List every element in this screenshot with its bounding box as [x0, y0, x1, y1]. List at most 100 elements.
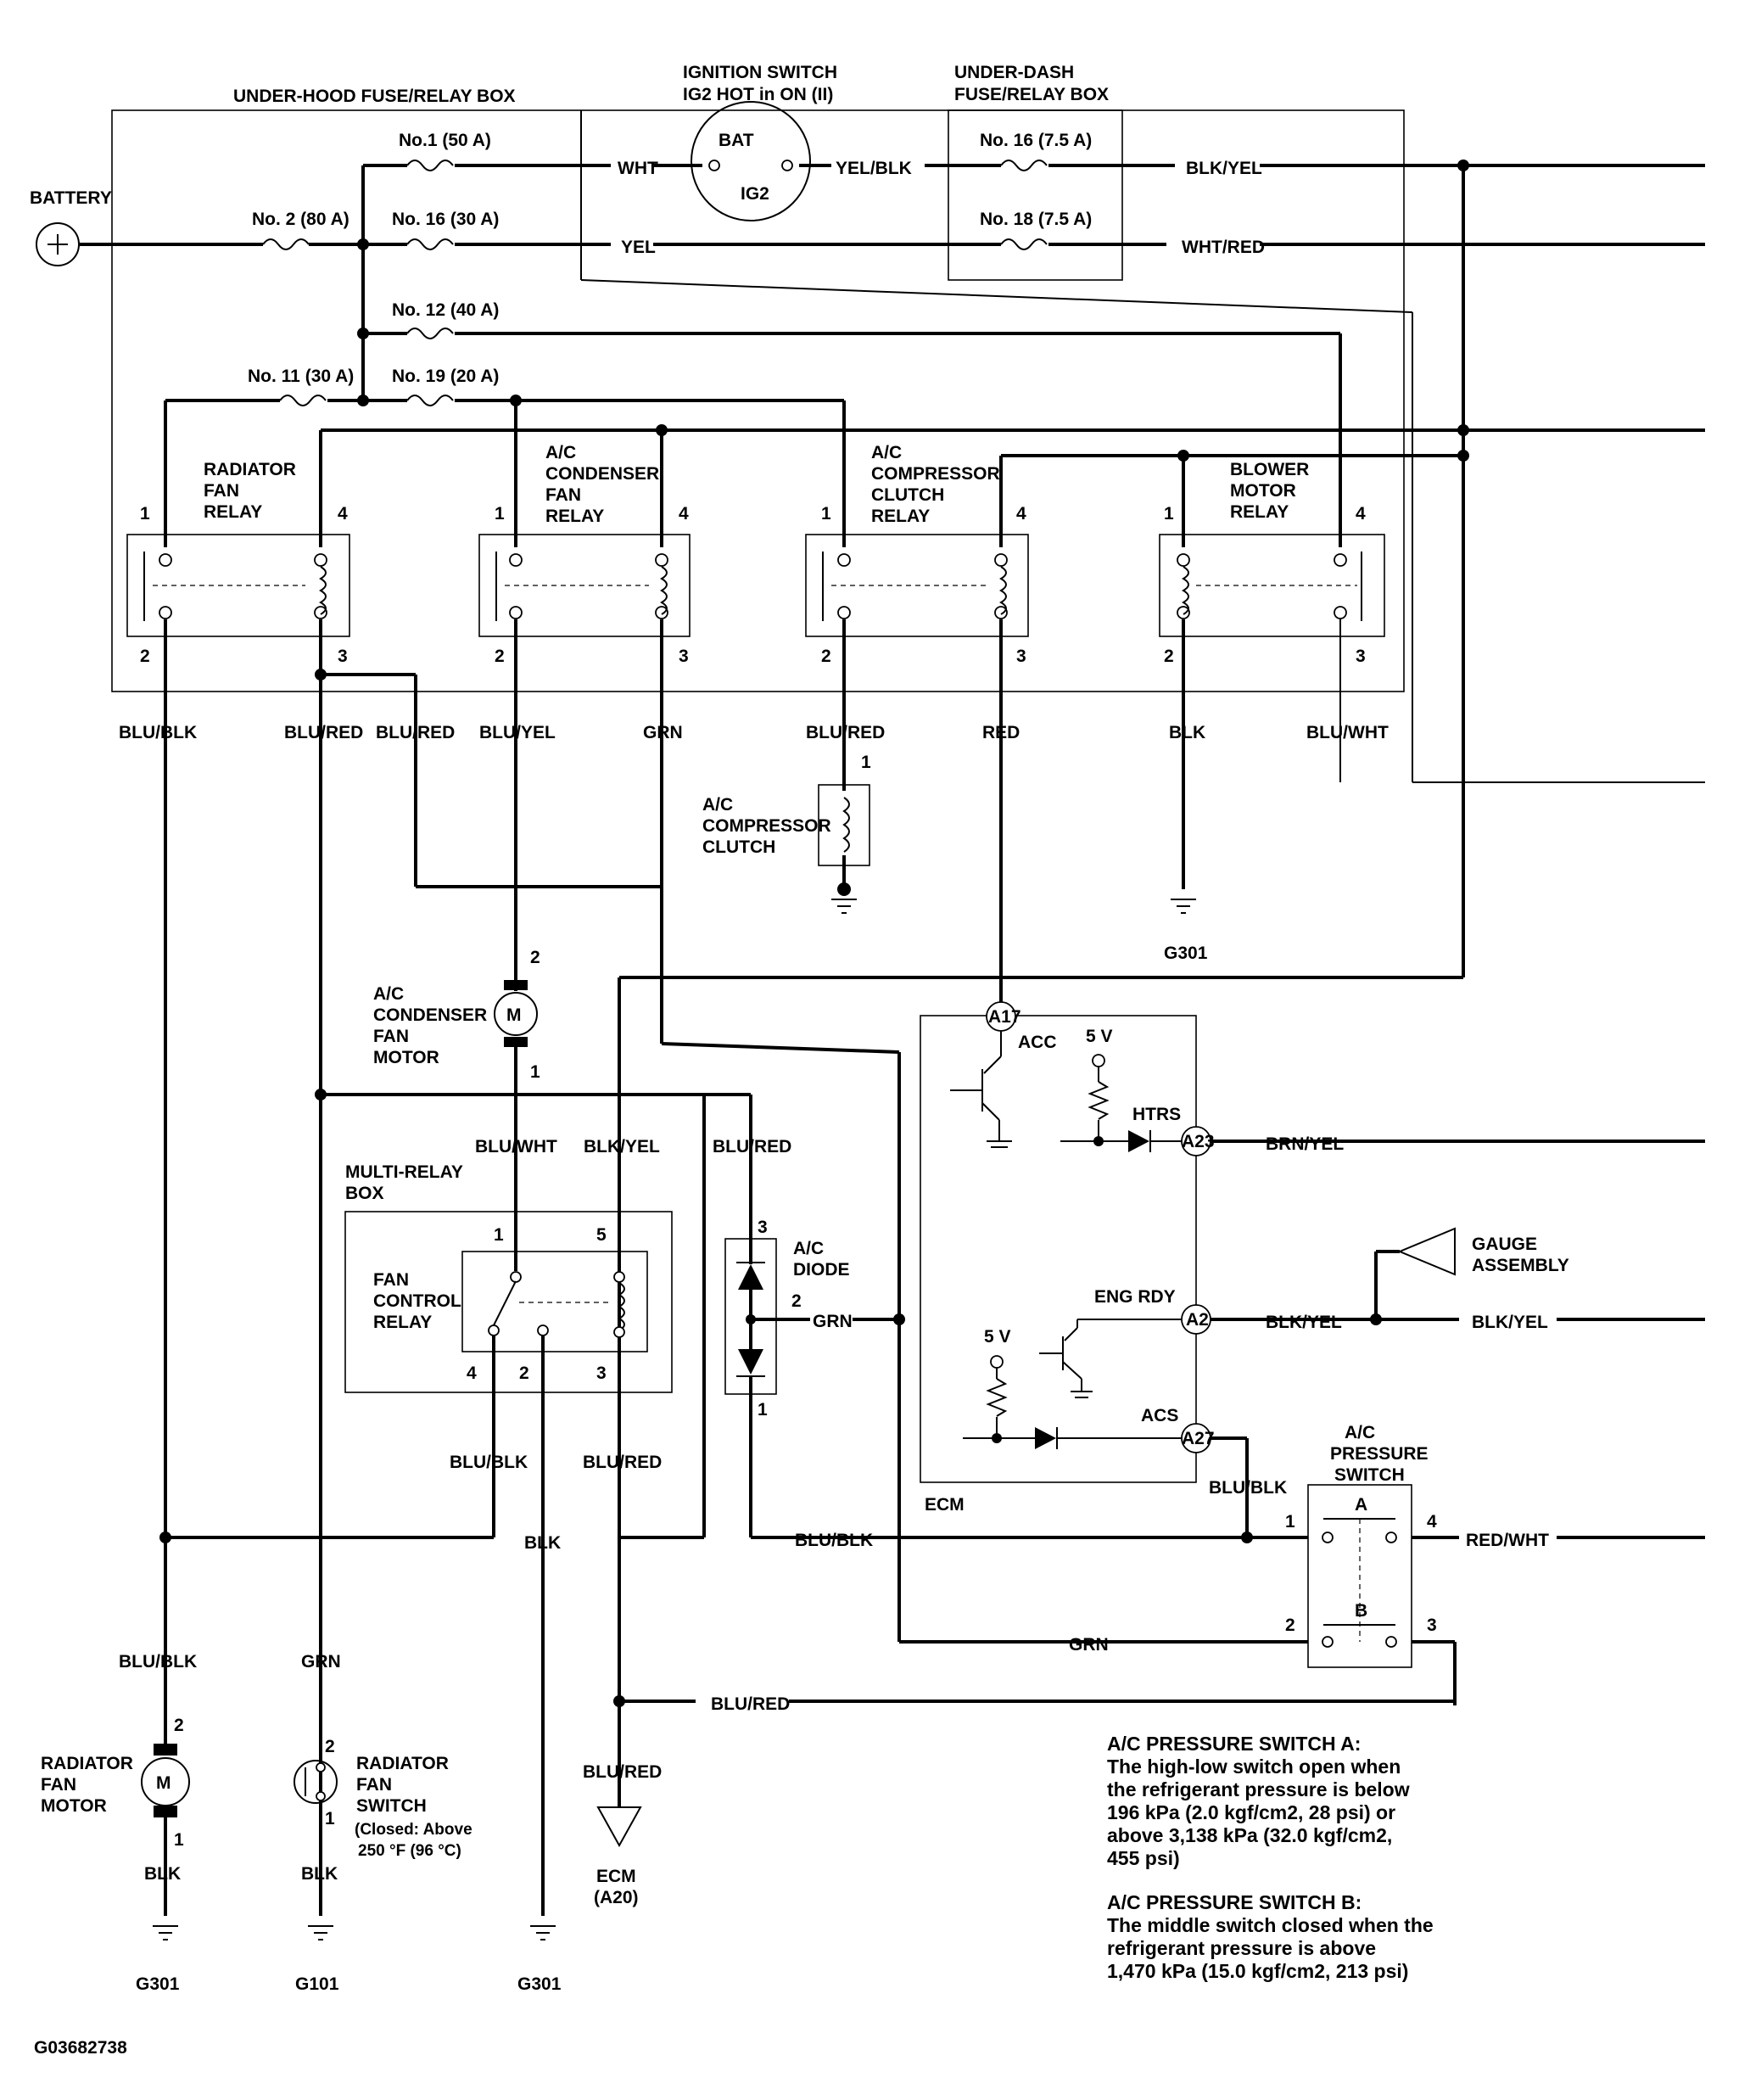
ignition-switch-icon	[691, 101, 811, 221]
wire-blu-blk: BLU/BLK	[795, 1531, 873, 1550]
clutch-label-2: COMPRESSOR	[702, 816, 831, 836]
wire-blk: BLK	[524, 1533, 561, 1553]
underhood-box-title: UNDER-HOOD FUSE/RELAY BOX	[233, 87, 516, 106]
ps-label-2: PRESSURE	[1330, 1444, 1429, 1464]
pin-number: 4	[338, 504, 348, 524]
note-b-title: A/C PRESSURE SWITCH B:	[1107, 1891, 1362, 1913]
radiator-fan-switch-icon	[294, 1760, 338, 1804]
pin-number: 3	[758, 1218, 768, 1237]
ecm-pin-a2-label: A2	[1186, 1310, 1209, 1330]
wire-grn: GRN	[1069, 1635, 1109, 1655]
cfm-label-4: MOTOR	[373, 1048, 439, 1067]
pin-number: 2	[140, 647, 150, 666]
wire-wht: WHT	[618, 159, 658, 178]
note-b-line-1: The middle switch closed when the	[1107, 1914, 1434, 1936]
ecm-eng-rdy-label: ENG RDY	[1094, 1287, 1176, 1307]
wire-blu-red: BLU/RED	[711, 1694, 790, 1714]
note-b-line-3: 1,470 kPa (15.0 kgf/cm2, 213 psi)	[1107, 1960, 1408, 1982]
wire-brn-yel: BRN/YEL	[1266, 1134, 1344, 1154]
underdash-title: UNDER-DASH	[954, 63, 1074, 82]
ps-label-3: SWITCH	[1334, 1465, 1405, 1485]
radiator-fan-relay-body	[126, 534, 350, 637]
pin-number: 3	[679, 647, 689, 666]
ground-label-g101: G101	[295, 1974, 339, 1994]
gauge-label-1: GAUGE	[1472, 1235, 1537, 1254]
wire-blu-blk: BLU/BLK	[1209, 1478, 1287, 1498]
cfm-label-2: CONDENSER	[373, 1005, 487, 1025]
condenser-fan-motor-icon	[494, 980, 538, 1047]
ground-label-g301: G301	[517, 1974, 562, 1994]
rfs-label-5: 250 °F (96 °C)	[358, 1842, 461, 1860]
condenser-fan-relay-symbol	[495, 552, 668, 621]
wire-blu-wht: BLU/WHT	[1306, 723, 1389, 742]
wire-wht-red: WHT/RED	[1182, 238, 1265, 257]
fan-control-relay-symbol	[488, 1271, 625, 1338]
pin-number: 2	[519, 1364, 529, 1383]
ecm-acs-label: ACS	[1141, 1406, 1178, 1425]
pin-number: 1	[1164, 504, 1174, 524]
radiator-fan-motor-icon	[141, 1744, 190, 1817]
underdash-fuse-relay-box	[948, 109, 1123, 281]
mrb-label-2: BOX	[345, 1184, 384, 1203]
ecm-pin-a23-label: A23	[1182, 1132, 1215, 1151]
wire-red: RED	[982, 723, 1020, 742]
compressor-clutch-relay-symbol	[822, 552, 1008, 621]
pin-number: 1	[495, 504, 505, 524]
wire-grn: GRN	[301, 1652, 341, 1672]
ground-symbol	[308, 1925, 333, 1940]
ecm-5v-label: 5 V	[984, 1327, 1011, 1347]
wire-yel: YEL	[621, 238, 656, 257]
wire-blu-red: BLU/RED	[806, 723, 885, 742]
radiator-fan-relay-symbol	[143, 552, 327, 621]
wire-grn: GRN	[813, 1312, 853, 1331]
ecm-a20-label-1: ECM	[596, 1867, 636, 1886]
wire-blu-red: BLU/RED	[583, 1762, 662, 1782]
ecm-box	[920, 1015, 1197, 1483]
ecm-pin-a17	[986, 1001, 1016, 1032]
wire-grn: GRN	[643, 723, 683, 742]
ground-symbol	[153, 1925, 178, 1940]
note-a-line-1: The high-low switch open when	[1107, 1756, 1401, 1778]
ign-bat-label: BAT	[719, 131, 754, 150]
ecm-pin-a17-label: A17	[988, 1007, 1021, 1027]
pin-number: 2	[325, 1737, 335, 1756]
pin-number: 4	[467, 1364, 477, 1383]
ign-switch-title: IGNITION SWITCH	[683, 63, 837, 82]
cond-relay-label-1: A/C	[545, 443, 576, 462]
note-a-line-5: 455 psi)	[1107, 1847, 1180, 1869]
comp-relay-label-1: A/C	[871, 443, 902, 462]
cfm-label-3: FAN	[373, 1027, 409, 1046]
rfm-label-1: RADIATOR	[41, 1754, 133, 1773]
battery-icon	[36, 222, 80, 266]
pin-number: 3	[596, 1364, 607, 1383]
pin-number: 2	[791, 1291, 802, 1311]
wire-blu-red: BLU/RED	[376, 723, 455, 742]
fuse-no12: No. 12 (40 A)	[392, 300, 499, 320]
ground-symbol	[530, 1925, 556, 1940]
battery-label: BATTERY	[30, 188, 112, 208]
fuse-no2: No. 2 (80 A)	[252, 210, 349, 229]
ground-label-g301: G301	[1164, 944, 1208, 963]
blow-relay-label-2: MOTOR	[1230, 481, 1296, 501]
pin-number: 1	[861, 753, 871, 772]
ecm-pin-a27-label: A27	[1182, 1429, 1215, 1448]
pin-number: 4	[679, 504, 689, 524]
rfm-label-3: MOTOR	[41, 1796, 107, 1816]
wire-blu-red: BLU/RED	[713, 1137, 791, 1156]
pressure-switch-body	[1307, 1484, 1412, 1668]
ground-symbol	[831, 899, 857, 914]
pin-number: 2	[495, 647, 505, 666]
pin-number: 1	[140, 504, 150, 524]
pin-number: 4	[1427, 1512, 1437, 1532]
fuse-no11: No. 11 (30 A)	[248, 367, 354, 386]
fuse-no19: No. 19 (20 A)	[392, 367, 499, 386]
ps-contact-b: B	[1355, 1601, 1367, 1621]
pin-number: 1	[174, 1830, 184, 1850]
pin-number: 3	[1356, 647, 1366, 666]
motor-m-label: M	[506, 1005, 522, 1025]
comp-relay-label-4: RELAY	[871, 507, 930, 526]
rad-relay-label-2: FAN	[204, 481, 239, 501]
cfm-label-1: A/C	[373, 984, 404, 1004]
pin-number: 3	[1016, 647, 1026, 666]
